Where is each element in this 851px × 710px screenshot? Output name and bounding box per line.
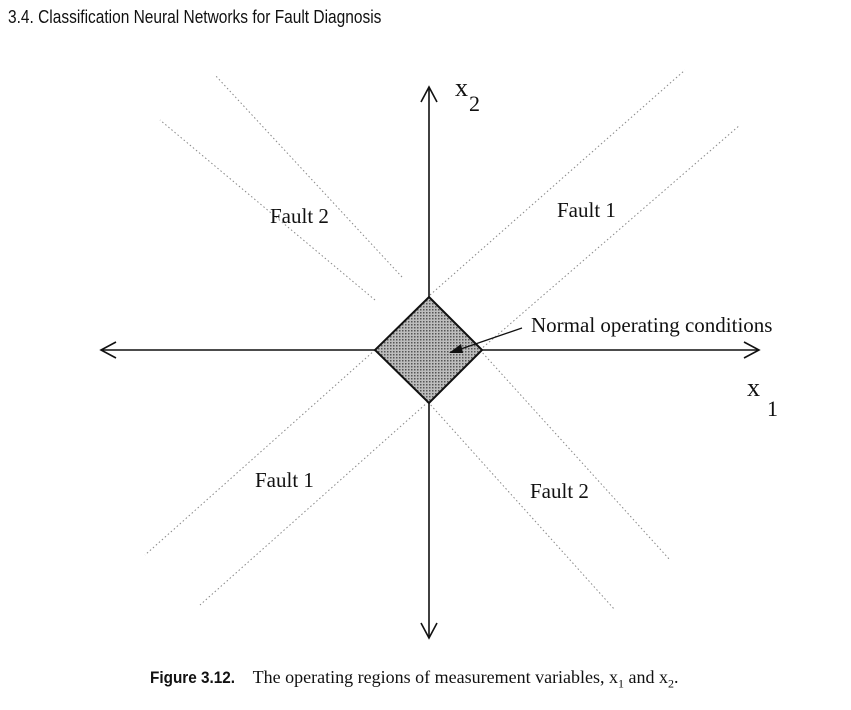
region-label-lower-left: Fault 1 [255,468,314,492]
caption-text-end: . [674,667,679,687]
figure-caption: Figure 3.12. The operating regions of me… [150,667,679,692]
caption-subscript-2: 2 [668,676,675,691]
caption-subscript-1: 1 [618,676,625,691]
region-label-upper-right: Fault 1 [557,198,616,222]
x1-axis-subscript: 1 [767,396,778,421]
boundary-line-ll-inner [199,401,429,606]
boundary-line-ul-inner [214,74,403,278]
boundary-line-lr-outer [479,349,671,561]
boundary-line-ur-outer [429,69,686,296]
x1-axis-label: x [747,373,760,402]
section-header: 3.4. Classification Neural Networks for … [8,7,382,27]
normal-conditions-label: Normal operating conditions [531,313,772,337]
normal-operating-region [373,295,484,405]
boundary-line-ll-outer [144,349,376,556]
region-label-upper-left: Fault 2 [270,204,329,228]
boundary-line-ur-inner [479,124,741,351]
x2-axis-label: x [455,73,468,102]
figure-number: Figure 3.12. [150,668,236,687]
caption-text-middle: and x [624,667,669,687]
operating-regions-diagram: x 2 x 1 Fault 2 Fault 1 Fault 1 Fault 2 … [99,69,778,640]
x2-axis-subscript: 2 [469,91,480,116]
boundary-line-ul-outer [159,119,376,301]
y-axis-top-arrowhead [420,85,438,103]
y-axis-bottom-arrowhead [420,622,438,640]
caption-text: The operating regions of measurement var… [252,667,619,687]
annotation-arrowhead [449,344,463,353]
x-axis-right-arrowhead [743,341,761,359]
region-label-lower-right: Fault 2 [530,479,589,503]
annotation-arrow-line [454,327,523,352]
boundary-line-lr-inner [427,401,616,611]
x-axis-left-arrowhead [99,341,117,359]
